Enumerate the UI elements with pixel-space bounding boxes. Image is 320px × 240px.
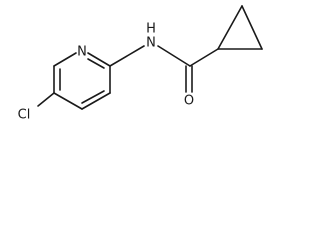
bond-c5-cl <box>37 92 55 107</box>
cyclopropyl-ring <box>217 5 263 50</box>
chlorine-label: Cl <box>18 108 31 123</box>
ring-nitrogen-label: N <box>77 45 87 60</box>
amide-hydrogen-label: H <box>146 22 156 37</box>
carbonyl-oxygen-label: O <box>184 94 194 109</box>
bond-c2-nh <box>109 45 145 67</box>
bond-n1-c2-inner <box>87 58 105 69</box>
bond-n1-c2 <box>87 52 111 67</box>
bond-c6-n1 <box>53 52 77 67</box>
bond-c3-c4 <box>81 92 111 110</box>
bond-c3-c4-inner <box>81 90 105 104</box>
amide-nitrogen-label: N <box>146 36 156 51</box>
bond-cp1-cp2 <box>217 5 243 50</box>
bond-c4-c5 <box>53 92 83 110</box>
amide-group <box>109 45 219 93</box>
bond-nh-carbonyl <box>157 45 191 67</box>
pyridine-ring <box>53 52 111 110</box>
chemical-structure-diagram: N N H O Cl <box>18 5 263 123</box>
bond-cp2-cp3 <box>241 5 263 50</box>
bond-carbonyl-cyclopropyl <box>189 48 219 67</box>
